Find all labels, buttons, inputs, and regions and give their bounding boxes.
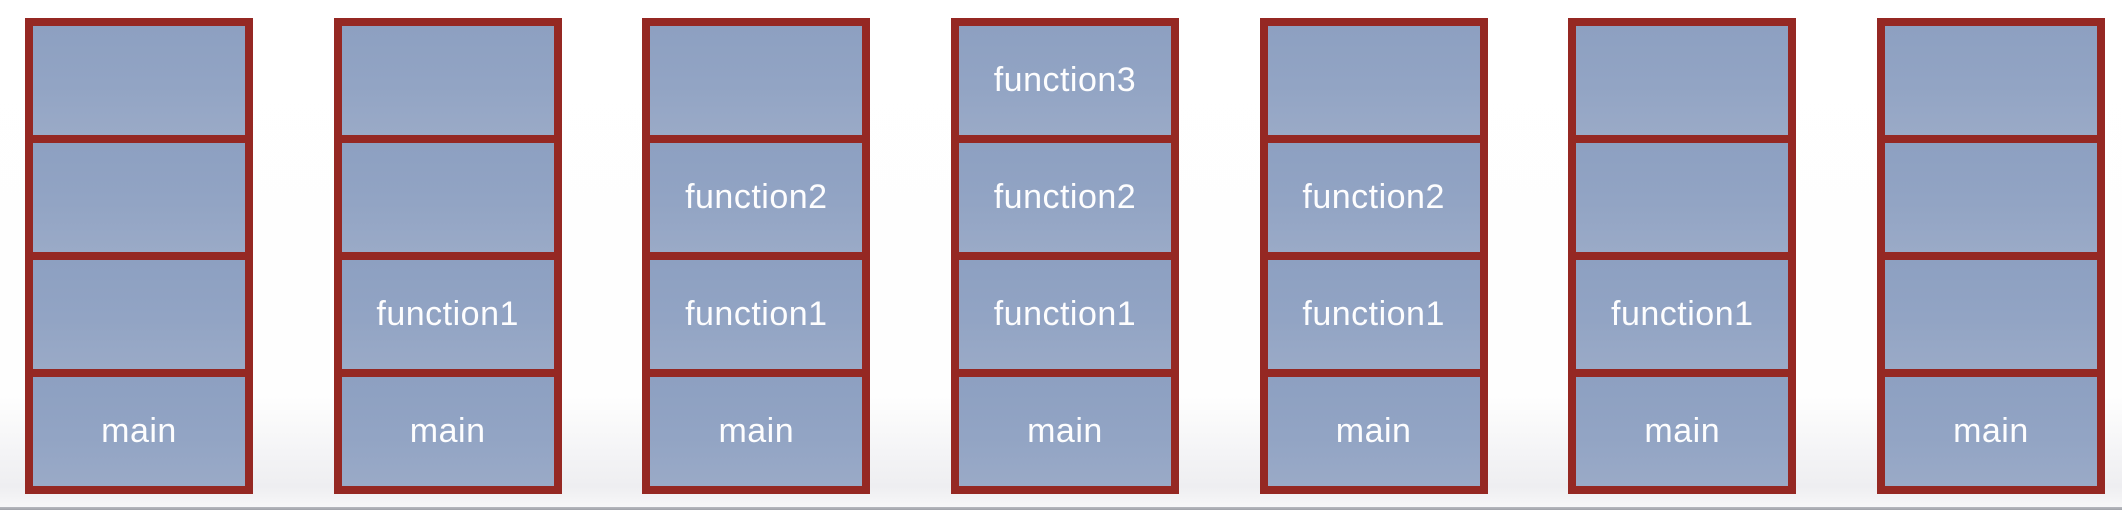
stack-frame-cell: function2 xyxy=(958,143,1171,252)
stack-frame-cell: function3 xyxy=(958,26,1171,135)
stack-frame-cell xyxy=(650,26,863,135)
stack-frame-cell xyxy=(1884,143,2097,252)
stack-frame-cell: function1 xyxy=(650,260,863,369)
stack-frame-cell: main xyxy=(1576,377,1789,486)
stack-frame-cell: function1 xyxy=(1576,260,1789,369)
stack-frame-cell xyxy=(1576,143,1789,252)
stack-frame-cell xyxy=(1884,260,2097,369)
stack-frame-cell xyxy=(341,143,554,252)
bottom-divider-line xyxy=(0,507,2122,510)
stack-frame-cell: function1 xyxy=(958,260,1171,369)
stack-frame-cell xyxy=(33,143,245,252)
stack-frame-cell: function2 xyxy=(650,143,863,252)
stack-frame-cell xyxy=(1884,26,2097,135)
stack-frame-cell: main xyxy=(341,377,554,486)
stack-frame-cell xyxy=(341,26,554,135)
stack-frame-cell: main xyxy=(650,377,863,486)
stack-frame-cell: main xyxy=(958,377,1171,486)
stack-frame-cell: function2 xyxy=(1267,143,1480,252)
stack-frame-cell: main xyxy=(1884,377,2097,486)
call-stack-1: main xyxy=(25,18,253,494)
stack-frame-cell xyxy=(33,26,245,135)
call-stack-7: main xyxy=(1876,18,2105,494)
stack-frame-cell xyxy=(33,260,245,369)
stack-frame-cell: main xyxy=(1267,377,1480,486)
stack-frame-cell: main xyxy=(33,377,245,486)
stack-frame-cell xyxy=(1576,26,1789,135)
stack-frame-cell: function1 xyxy=(341,260,554,369)
stack-frame-cell: function1 xyxy=(1267,260,1480,369)
stack-frame-cell xyxy=(1267,26,1480,135)
